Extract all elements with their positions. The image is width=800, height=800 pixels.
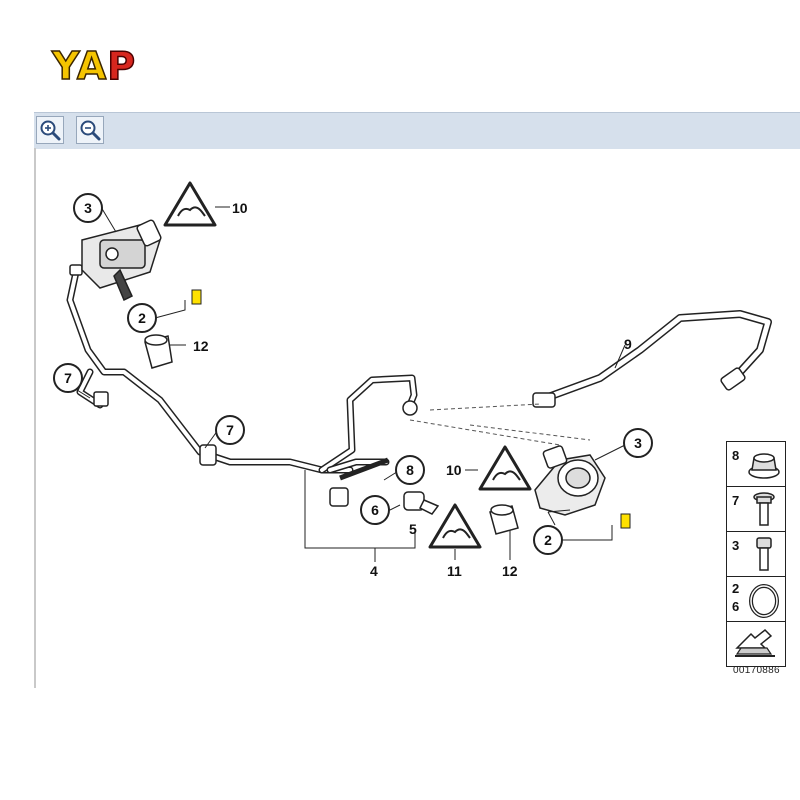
- legend-label: 8: [732, 448, 740, 463]
- callout-7-mid: 7: [226, 422, 234, 438]
- logo-text: YA: [51, 43, 108, 89]
- warning-triangle-top: [163, 181, 217, 227]
- sensor-bracket: [329, 487, 349, 507]
- flange-nut-icon: [748, 453, 780, 479]
- callout-2-right: 2: [544, 532, 552, 548]
- legend-row[interactable]: 3: [727, 532, 785, 577]
- callout-8: 8: [406, 462, 414, 478]
- legend-row[interactable]: 7: [727, 487, 785, 532]
- callout-2-top: 2: [138, 310, 146, 326]
- legend-label: 6: [732, 599, 740, 614]
- legend-row[interactable]: 8: [727, 442, 785, 487]
- callout-5: 5: [409, 521, 417, 537]
- highlight-marker: [620, 513, 631, 529]
- o-ring-icon: [749, 584, 779, 618]
- callout-9: 9: [624, 336, 632, 352]
- warning-triangle-mid: [478, 445, 532, 491]
- next-page-arrow-icon: [735, 628, 775, 657]
- diagram-reference-number: 00170886: [733, 665, 780, 676]
- assembly-dashline: [429, 403, 541, 411]
- legend-row[interactable]: 2 6: [727, 577, 785, 622]
- zoom-in-icon: [40, 120, 61, 141]
- zoom-out-button[interactable]: [76, 116, 104, 144]
- legend-label: 7: [732, 493, 740, 508]
- callout-3-top: 3: [84, 200, 92, 216]
- brand-logo: YAP: [51, 43, 137, 89]
- callout-7-left: 7: [64, 370, 72, 386]
- line-clip: [199, 444, 217, 466]
- hose-coupling: [532, 392, 556, 408]
- callout-10-top: 10: [232, 200, 248, 216]
- viewer-toolbar: [34, 112, 800, 149]
- callout-6: 6: [371, 502, 379, 518]
- bushing-mid: [489, 504, 519, 535]
- zoom-out-icon: [80, 120, 101, 141]
- hose-end-fitting: [720, 367, 746, 391]
- collar-bolt-icon: [753, 492, 775, 526]
- bracket-bolt: [93, 391, 109, 407]
- line-nut: [402, 400, 418, 416]
- callout-10-mid: 10: [446, 462, 462, 478]
- next-page-button[interactable]: [727, 622, 785, 666]
- assembly-dashline: [409, 419, 561, 446]
- callout-3-right: 3: [634, 435, 642, 451]
- bushing-top: [144, 334, 173, 369]
- assembly-dashline: [469, 424, 591, 441]
- legend-label: 3: [732, 538, 740, 553]
- zoom-in-button[interactable]: [36, 116, 64, 144]
- fuel-line-middle: [318, 374, 418, 474]
- highlight-marker: [191, 289, 202, 305]
- callout-12-top: 12: [193, 338, 209, 354]
- callout-12-mid: 12: [502, 563, 518, 579]
- hardware-legend: 8 7 3 2 6: [726, 441, 786, 667]
- socket-screw-icon: [756, 537, 772, 571]
- pressure-sensor: [403, 491, 440, 515]
- line-fitting: [69, 264, 83, 276]
- sensor-lead: [339, 457, 389, 481]
- warning-triangle-bottom: [428, 503, 482, 549]
- callout-11: 11: [447, 563, 462, 579]
- callout-4: 4: [370, 563, 378, 579]
- high-pressure-pump-top: [81, 219, 162, 302]
- viewer-frame-edge: [34, 148, 36, 688]
- legend-label: 2: [732, 581, 740, 596]
- logo-text-accent: P: [107, 43, 137, 89]
- high-pressure-pump-right: [534, 445, 606, 516]
